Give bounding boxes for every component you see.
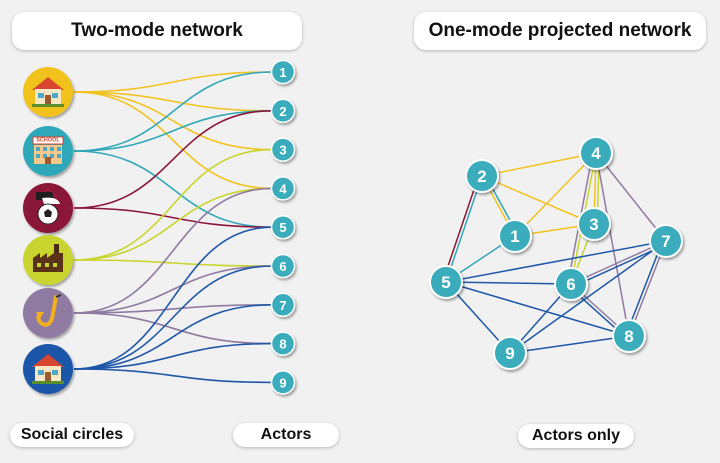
projected-edge-5-8-blue <box>445 281 630 337</box>
projected-edge-7-8-blue <box>625 239 664 336</box>
title-two-mode: Two-mode network <box>12 12 302 50</box>
edge-factory-actor-3 <box>73 148 273 261</box>
actor-node-5: 5 <box>270 214 296 240</box>
projected-edge-2-5-teal <box>445 175 483 283</box>
projected-label-5: 5 <box>441 273 450 292</box>
projected-edge-5-6-blue <box>445 281 572 285</box>
actor-label-9: 9 <box>279 375 286 390</box>
projected-edge-8-9-blue <box>509 335 630 354</box>
social-circle-saxophone <box>23 288 73 338</box>
edge-football-actor-5 <box>73 207 273 228</box>
label-social-circles: Social circles <box>10 423 134 447</box>
social-circle-nodes: SCHOOL <box>23 67 73 394</box>
saxophone-icon <box>36 294 62 327</box>
actor-node-6: 6 <box>270 253 296 279</box>
edge-house-actor-2 <box>73 91 273 112</box>
edge-house-blue-actor-9 <box>73 368 273 384</box>
projected-edge-4-8-purple <box>595 152 630 337</box>
social-circle-house <box>23 67 73 117</box>
edge-saxophone-actor-6 <box>73 265 273 314</box>
actor-node-9: 9 <box>270 370 296 395</box>
school-icon: SCHOOL <box>32 136 64 164</box>
actor-label-6: 6 <box>279 259 286 274</box>
edge-school-actor-5 <box>73 150 273 228</box>
football-icon <box>36 192 60 225</box>
projected-label-2: 2 <box>477 167 486 186</box>
label-actors-only: Actors only <box>518 424 634 448</box>
projected-node-2: 2 <box>465 159 499 193</box>
projected-edge-2-3-yellow <box>481 175 595 225</box>
actor-node-4: 4 <box>270 176 296 201</box>
actor-label-3: 3 <box>279 143 286 158</box>
edge-factory-actor-6 <box>73 259 273 267</box>
projected-edge-1-4-yellow <box>514 152 597 237</box>
edge-saxophone-actor-7 <box>73 304 273 314</box>
actor-node-7: 7 <box>270 292 296 318</box>
edge-football-actor-2 <box>73 110 273 209</box>
edge-school-actor-1 <box>73 71 273 152</box>
projected-label-8: 8 <box>624 327 633 346</box>
projected-node-9: 9 <box>493 336 527 370</box>
label-actors: Actors <box>233 423 339 447</box>
social-circle-school: SCHOOL <box>23 126 73 176</box>
edge-house-blue-actor-7 <box>73 304 273 370</box>
social-circle-football <box>23 183 73 233</box>
house-icon <box>32 77 64 107</box>
projected-node-4: 4 <box>579 136 613 170</box>
projected-node-5: 5 <box>429 265 463 299</box>
projected-node-1: 1 <box>498 219 532 253</box>
projected-label-7: 7 <box>661 232 670 251</box>
projected-edge-7-9-blue <box>509 240 667 354</box>
social-circle-house-blue <box>23 344 73 394</box>
actor-node-8: 8 <box>270 331 296 356</box>
actor-label-7: 7 <box>279 298 286 313</box>
projected-edge-4-7-purple <box>595 152 667 242</box>
projected-edge-2-5-maroon <box>442 174 480 282</box>
projected-label-9: 9 <box>505 344 514 363</box>
social-circle-factory <box>23 235 73 285</box>
projected-label-6: 6 <box>566 275 575 294</box>
projected-node-8: 8 <box>612 319 646 353</box>
projected-node-6: 6 <box>554 267 588 301</box>
projected-node-3: 3 <box>577 207 611 241</box>
actor-label-8: 8 <box>279 337 286 352</box>
actor-nodes: 1 2 3 4 5 6 7 8 9 <box>270 59 296 395</box>
projected-edge-2-4-yellow <box>481 152 597 177</box>
edge-house-actor-1 <box>73 71 273 93</box>
factory-icon <box>33 244 63 272</box>
actor-label-1: 1 <box>279 65 286 80</box>
actor-label-5: 5 <box>279 220 286 235</box>
bipartite-edges <box>73 71 273 384</box>
svg-text:SCHOOL: SCHOOL <box>36 138 60 144</box>
projected-edge-5-7-blue <box>445 240 667 283</box>
edge-house-blue-actor-5 <box>73 226 273 370</box>
edge-house-blue-actor-6 <box>73 265 273 370</box>
projected-nodes: 1 2 3 4 5 6 7 8 9 <box>429 136 683 370</box>
edge-saxophone-actor-8 <box>73 312 273 345</box>
house-icon <box>32 354 64 384</box>
edge-factory-actor-4 <box>73 187 273 261</box>
edge-school-actor-2 <box>73 110 273 152</box>
actor-node-2: 2 <box>270 98 296 124</box>
edge-house-actor-3 <box>73 91 273 151</box>
actor-node-1: 1 <box>270 59 296 85</box>
actor-node-3: 3 <box>270 137 296 162</box>
edge-house-actor-4 <box>73 91 273 190</box>
title-one-mode: One-mode projected network <box>414 12 706 50</box>
projected-node-7: 7 <box>649 224 683 258</box>
actor-label-4: 4 <box>279 181 287 196</box>
projected-label-1: 1 <box>510 227 519 246</box>
projected-label-4: 4 <box>591 144 601 163</box>
projected-edge-6-7-purple <box>570 240 667 285</box>
projected-label-3: 3 <box>589 215 598 234</box>
edge-saxophone-actor-4 <box>73 187 273 314</box>
actor-label-2: 2 <box>279 104 286 119</box>
edge-house-blue-actor-8 <box>73 342 273 370</box>
